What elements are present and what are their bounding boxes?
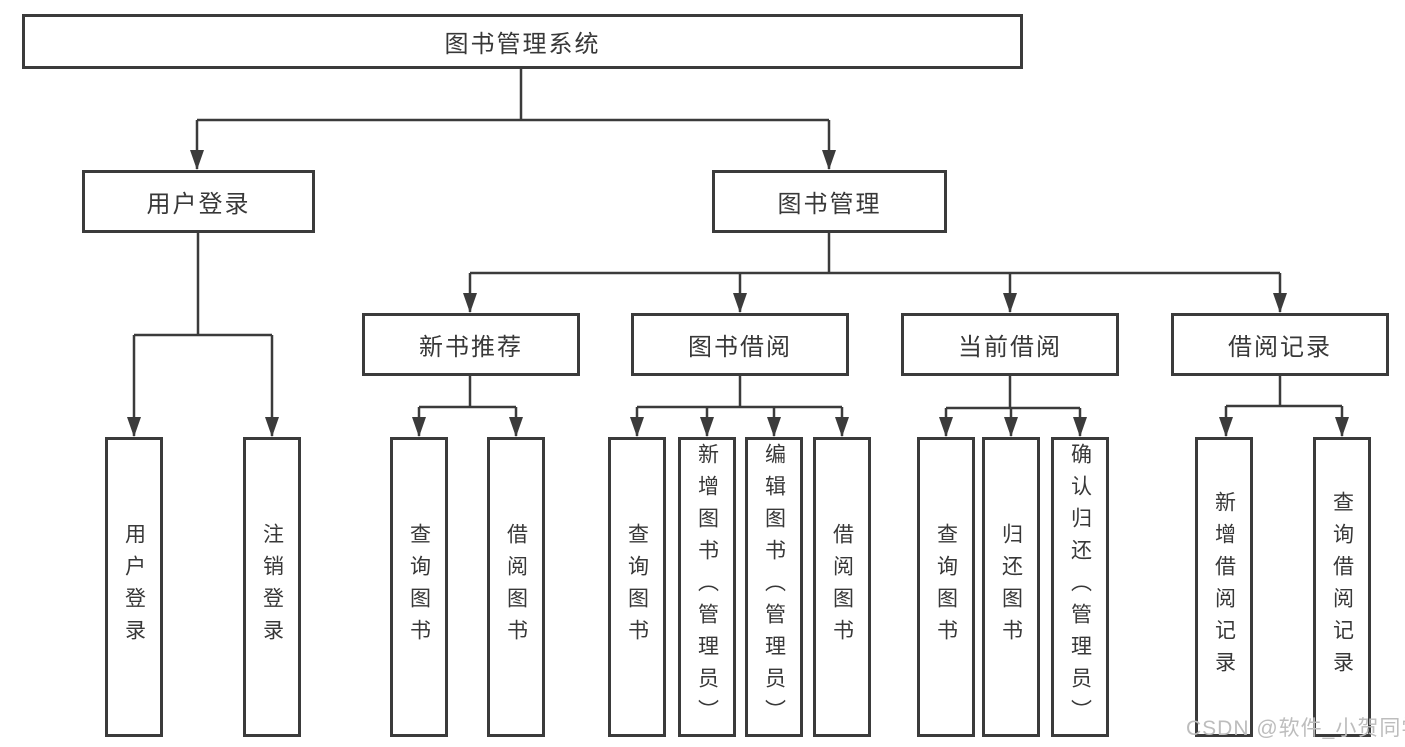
node-book-management: 图书管理 <box>712 170 947 233</box>
connectors <box>127 68 1349 437</box>
node-leaf-query-borrow-record: 查询借阅记录 <box>1313 437 1371 737</box>
node-leaf-logout: 注销登录 <box>243 437 301 737</box>
node-leaf-return-books: 归还图书 <box>982 437 1040 737</box>
node-leaf-query-books-borrow: 查询图书 <box>608 437 666 737</box>
node-book-borrowing: 图书借阅 <box>631 313 849 376</box>
node-root-library-system: 图书管理系统 <box>22 14 1023 69</box>
node-new-book-recommend: 新书推荐 <box>362 313 580 376</box>
leaf-label: 用户登录 <box>122 523 146 651</box>
node-leaf-borrow-books-recommend: 借阅图书 <box>487 437 545 737</box>
leaf-label: 新增图书（管理员） <box>695 443 719 731</box>
node-leaf-edit-book-admin: 编辑图书（管理员） <box>745 437 803 737</box>
leaf-label: 借阅图书 <box>504 523 528 651</box>
node-leaf-user-login: 用户登录 <box>105 437 163 737</box>
node-current-borrowing: 当前借阅 <box>901 313 1119 376</box>
node-borrow-records: 借阅记录 <box>1171 313 1389 376</box>
csdn-watermark: CSDN @软件_小贺同学 <box>1186 717 1405 740</box>
node-leaf-query-books-recommend: 查询图书 <box>390 437 448 737</box>
leaf-label: 归还图书 <box>999 523 1023 651</box>
leaf-label: 查询图书 <box>934 523 958 651</box>
leaf-label: 查询借阅记录 <box>1330 491 1354 683</box>
leaf-label: 注销登录 <box>260 523 284 651</box>
node-leaf-add-book-admin: 新增图书（管理员） <box>678 437 736 737</box>
leaf-label: 借阅图书 <box>830 523 854 651</box>
node-leaf-query-books-current: 查询图书 <box>917 437 975 737</box>
node-leaf-add-borrow-record: 新增借阅记录 <box>1195 437 1253 737</box>
leaf-label: 查询图书 <box>407 523 431 651</box>
leaf-label: 查询图书 <box>625 523 649 651</box>
leaf-label: 确认归还（管理员） <box>1068 443 1092 731</box>
leaf-label: 新增借阅记录 <box>1212 491 1236 683</box>
node-leaf-borrow-books-borrow: 借阅图书 <box>813 437 871 737</box>
node-user-login: 用户登录 <box>82 170 315 233</box>
node-leaf-confirm-return-admin: 确认归还（管理员） <box>1051 437 1109 737</box>
leaf-label: 编辑图书（管理员） <box>762 443 786 731</box>
